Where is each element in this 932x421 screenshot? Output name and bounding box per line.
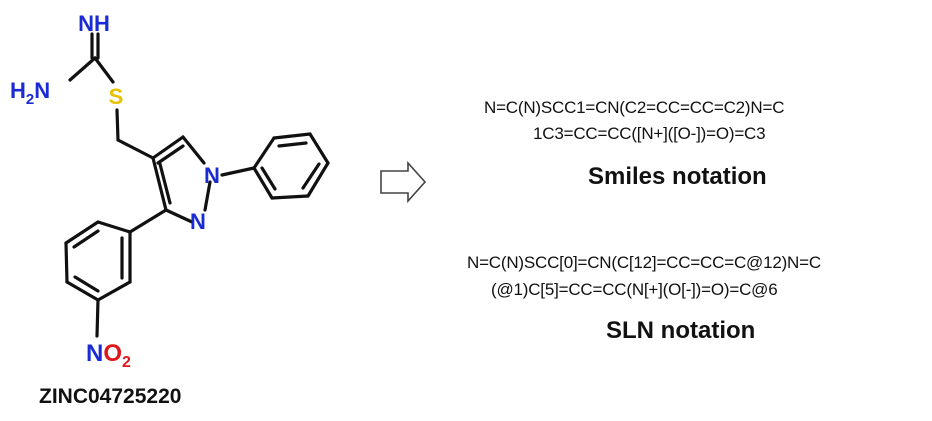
smiles-caption: Smiles notation: [588, 163, 767, 190]
atom-nitro: NO2: [86, 340, 131, 371]
sln-line-2: (@1)C[5]=CC=CC(N[+](O[-])=O)=C@6: [491, 280, 778, 299]
atom-h2n: H2N: [10, 78, 50, 108]
atom-nh: NH: [78, 11, 110, 36]
smiles-line-1: N=C(N)SCC1=CN(C2=CC=CC=C2)N=C: [484, 98, 785, 117]
atom-sulfur: S: [109, 84, 124, 109]
bond-lines: [64, 32, 330, 338]
atom-n1: N: [204, 163, 220, 188]
compound-id: ZINC04725220: [39, 385, 182, 408]
smiles-line-2: 1C3=CC=CC([N+]([O-])=O)=C3: [533, 124, 766, 143]
atom-n2: N: [190, 209, 206, 234]
arrow-icon: [380, 160, 427, 204]
sln-line-1: N=C(N)SCC[0]=CN(C[12]=CC=CC=C@12)N=C: [467, 253, 821, 272]
sln-caption: SLN notation: [606, 317, 756, 344]
